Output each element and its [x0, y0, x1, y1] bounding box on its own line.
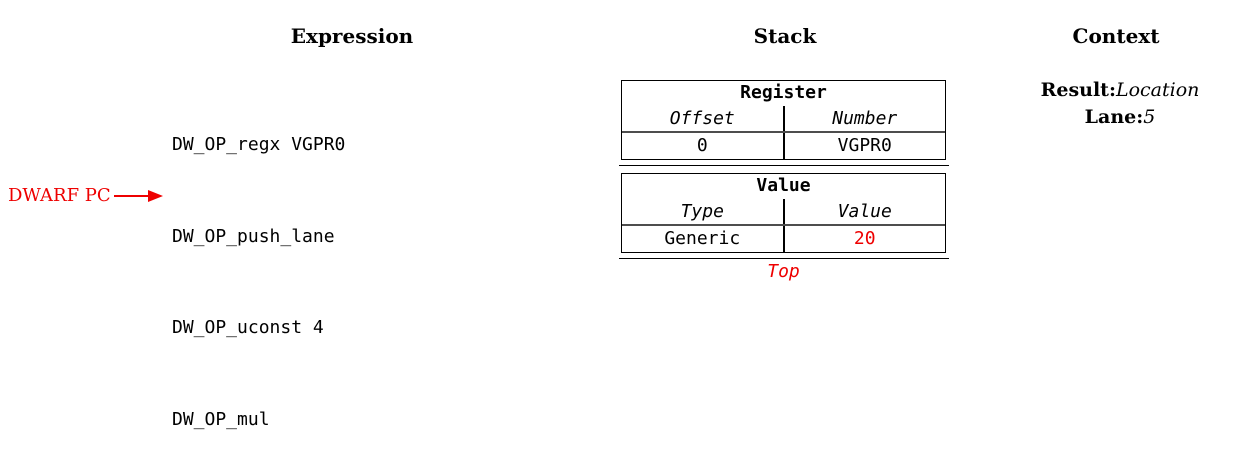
column-divider	[782, 133, 785, 159]
result-label: Result:	[1040, 79, 1116, 101]
lane-value: 5	[1143, 106, 1156, 128]
column-header-value: Value	[837, 201, 892, 222]
stack-entry-values: 0 VGPR0	[622, 133, 945, 159]
stack-entry-title: Register	[740, 82, 827, 103]
stack-entry-value: Value Type Value Generic 20	[621, 173, 946, 253]
expression-column-title: Expression	[290, 24, 414, 48]
stack-entry-values: Generic 20	[622, 226, 945, 252]
dwarf-pc-annotation: DWARF PC	[8, 185, 163, 206]
context-result-line: Result:Location	[999, 77, 1241, 104]
column-divider	[782, 106, 785, 131]
stack-entry-column-headers: Offset Number	[622, 106, 945, 133]
stack-entry-column-headers: Type Value	[622, 199, 945, 226]
dwarf-pc-label: DWARF PC	[8, 185, 111, 206]
context-block: Result:Location Lane:5	[999, 77, 1241, 131]
stack-top-marker: Top	[767, 261, 800, 282]
column-divider	[782, 226, 785, 252]
context-lane-line: Lane:5	[999, 104, 1241, 131]
expression-item: DW_OP_uconst 4	[172, 317, 324, 338]
arrow-shaft	[113, 194, 148, 197]
register-number-value: VGPR0	[837, 135, 892, 156]
register-offset-value: 0	[696, 135, 708, 156]
stack-entry-underline	[619, 165, 949, 166]
expression-item: DW_OP_mul	[172, 408, 270, 430]
arrow-right-icon	[147, 189, 163, 202]
stack-entry-title: Value	[756, 175, 811, 196]
column-header-type: Type	[680, 201, 724, 222]
expression-item: DW_OP_regx VGPR0	[172, 134, 346, 155]
lane-label: Lane:	[1084, 106, 1144, 128]
column-header-number: Number	[832, 108, 898, 129]
column-divider	[782, 199, 785, 224]
expression-item: DW_OP_push_lane	[172, 225, 335, 247]
result-value: Location	[1115, 79, 1200, 101]
value-type-cell: Generic	[664, 228, 741, 249]
column-header-offset: Offset	[669, 108, 735, 129]
context-column-title: Context	[1072, 24, 1160, 48]
expression-list: DW_OP_regx VGPR0 DW_OP_push_lane DW_OP_u…	[172, 69, 345, 468]
stack-entry-underline	[619, 258, 949, 259]
value-value-cell-highlighted: 20	[853, 228, 876, 249]
stack-entry-register: Register Offset Number 0 VGPR0	[621, 80, 946, 160]
stack-column-title: Stack	[753, 24, 817, 48]
